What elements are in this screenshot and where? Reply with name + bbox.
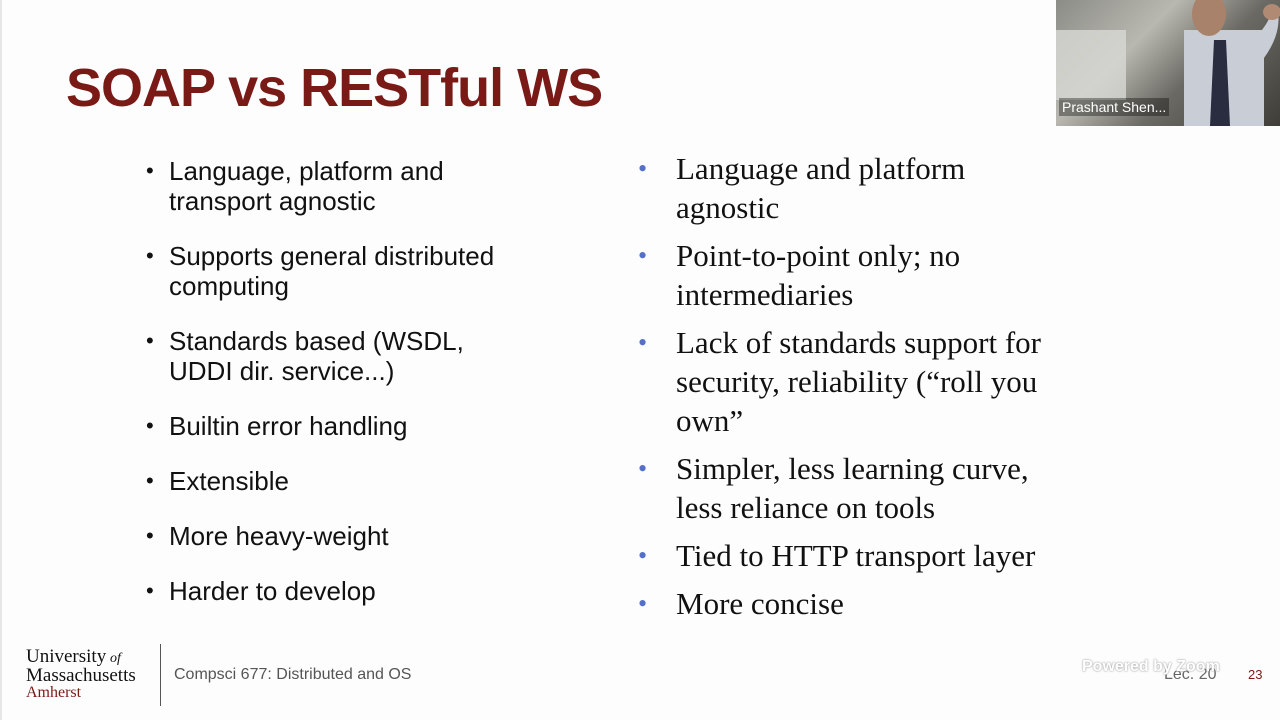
- zoom-watermark: Powered by Zoom: [1082, 658, 1220, 675]
- soap-item: • Harder to develop: [146, 576, 566, 606]
- bullet-icon: •: [146, 578, 154, 603]
- bullet-icon: •: [638, 541, 648, 570]
- rest-item: • Language and platform agnostic: [636, 149, 1106, 227]
- presenter-figure: [1184, 0, 1280, 126]
- soap-item: • Extensible: [146, 466, 566, 496]
- logo-line-university: University of: [26, 646, 156, 667]
- bullet-icon: •: [146, 413, 154, 438]
- bullet-icon: •: [146, 243, 154, 268]
- soap-item: • More heavy-weight: [146, 521, 566, 551]
- slide-title: SOAP vs RESTful WS: [66, 58, 603, 118]
- rest-item: • More concise: [636, 584, 1106, 623]
- rest-item: • Point-to-point only; no intermediaries: [636, 236, 1106, 314]
- soap-item-line: UDDI dir. service...): [169, 356, 395, 386]
- logo-word-of: of: [110, 651, 121, 666]
- rest-item: • Simpler, less learning curve, less rel…: [636, 449, 1106, 527]
- rest-item-line: less reliance on tools: [676, 490, 936, 525]
- soap-item-line: computing: [169, 271, 289, 301]
- soap-list: • Language, platform and transport agnos…: [146, 156, 566, 606]
- soap-item: • Language, platform and transport agnos…: [146, 156, 566, 216]
- bullet-icon: •: [638, 328, 648, 357]
- bullet-icon: •: [146, 523, 154, 548]
- bullet-icon: •: [638, 454, 648, 483]
- rest-item: • Lack of standards support for security…: [636, 323, 1106, 440]
- rest-item-line: Tied to HTTP transport layer: [676, 538, 1036, 573]
- logo-line-massachusetts: Massachusetts: [26, 665, 136, 686]
- rest-item-line: agnostic: [676, 190, 780, 225]
- rest-item-line: Lack of standards support for: [676, 325, 1042, 360]
- course-label: Compsci 677: Distributed and OS: [174, 666, 412, 683]
- rest-list: • Language and platform agnostic • Point…: [636, 149, 1106, 623]
- soap-item: • Standards based (WSDL, UDDI dir. servi…: [146, 326, 566, 386]
- bullet-icon: •: [146, 158, 154, 183]
- soap-item: • Builtin error handling: [146, 411, 566, 441]
- university-logo: University of Massachusetts Amherst: [26, 646, 156, 701]
- soap-item-line: Harder to develop: [169, 576, 376, 606]
- footer-divider: [160, 644, 161, 706]
- participant-video-tile[interactable]: Prashant Shen...: [1056, 0, 1280, 126]
- logo-word-university: University: [26, 646, 107, 667]
- lecture-label: Lec. 20: [1164, 666, 1217, 683]
- rest-item-line: security, reliability (“roll you: [676, 364, 1038, 399]
- soap-item-line: Builtin error handling: [169, 411, 408, 441]
- soap-item: • Supports general distributed computing: [146, 241, 566, 301]
- bullet-icon: •: [638, 241, 648, 270]
- rest-item-line: own”: [676, 403, 744, 438]
- slide-edge: [0, 0, 2, 720]
- soap-item-line: Language, platform and: [169, 156, 444, 186]
- logo-line-amherst: Amherst: [26, 684, 82, 701]
- bullet-icon: •: [638, 589, 648, 618]
- rest-item: • Tied to HTTP transport layer: [636, 536, 1106, 575]
- soap-item-line: Extensible: [169, 466, 289, 496]
- bullet-icon: •: [638, 154, 648, 183]
- video-background-board: [1056, 30, 1126, 100]
- rest-item-line: Simpler, less learning curve,: [676, 451, 1029, 486]
- bullet-icon: •: [146, 468, 154, 493]
- soap-item-line: Standards based (WSDL,: [169, 326, 464, 356]
- rest-item-line: More concise: [676, 586, 844, 621]
- rest-item-line: Point-to-point only; no: [676, 238, 961, 273]
- participant-name: Prashant Shen...: [1059, 98, 1170, 116]
- soap-item-line: Supports general distributed: [169, 241, 495, 271]
- rest-item-line: intermediaries: [676, 277, 854, 312]
- soap-item-line: transport agnostic: [169, 186, 376, 216]
- page-number: 23: [1248, 667, 1263, 682]
- rest-item-line: Language and platform: [676, 151, 966, 186]
- soap-item-line: More heavy-weight: [169, 521, 389, 551]
- bullet-icon: •: [146, 328, 154, 353]
